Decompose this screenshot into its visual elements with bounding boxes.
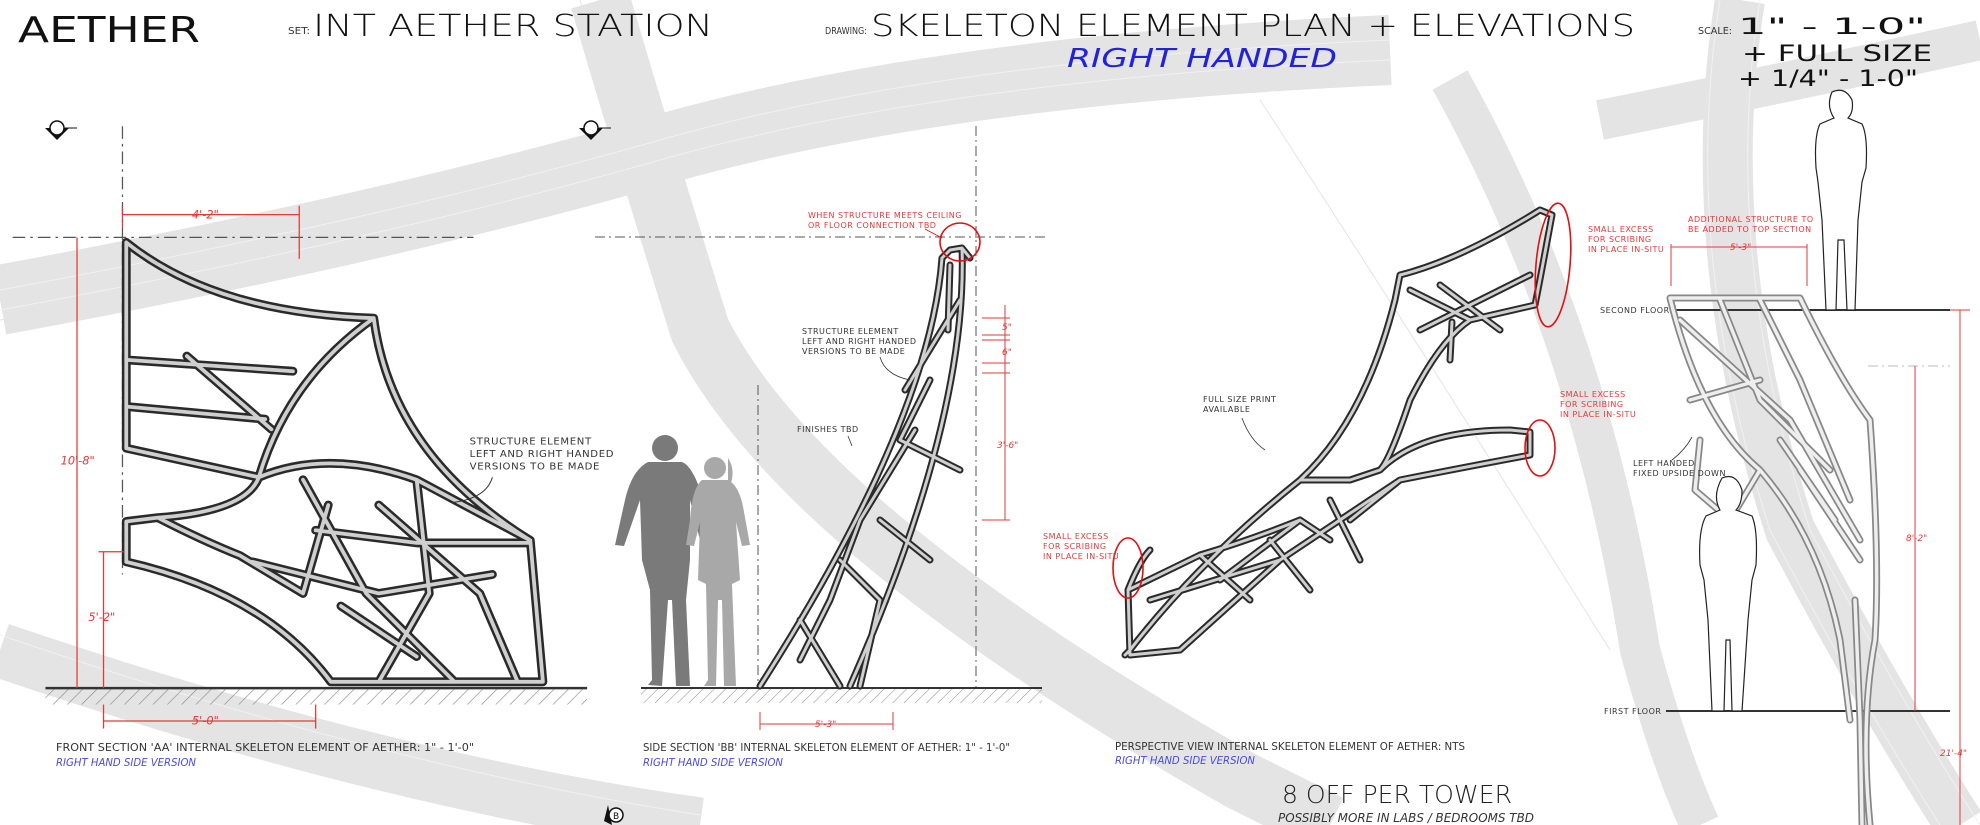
set-label: SET: (288, 26, 310, 37)
excess-note-left: SMALL EXCESS FOR SCRIBING IN PLACE IN-SI… (1043, 532, 1119, 561)
scale-line-3: + 1/4" - 1-0" (1738, 67, 1918, 92)
dim-d3: 3'-6" (997, 441, 1018, 451)
section-marker-b: B (604, 805, 624, 825)
quantity-subnote: POSSIBLY MORE IN LABS / BEDROOMS TBD (1278, 811, 1534, 825)
side-section-subcaption: RIGHT HAND SIDE VERSION (643, 756, 783, 769)
left-handed-note: LEFT HANDED FIXED UPSIDE DOWN (1633, 459, 1726, 478)
side-section-view: WHEN STRUCTURE MEETS CEILING OR FLOOR CO… (595, 126, 1048, 769)
front-section-view: 4'-2" 10'-8" 5'-2" 5'-0" STRUCTURE ELEME… (12, 126, 618, 769)
north-arrow-icon (45, 120, 77, 140)
dim-d1: 5" (1002, 323, 1012, 333)
drawing-title: SKELETON ELEMENT PLAN + ELEVATIONS (871, 9, 1635, 44)
front-structure-note: STRUCTURE ELEMENT LEFT AND RIGHT HANDED … (470, 436, 618, 472)
dim-d2: 6" (1002, 348, 1012, 358)
dim-base-width: 5'-0" (192, 714, 219, 728)
front-section-caption: FRONT SECTION 'AA' INTERNAL SKELETON ELE… (56, 741, 474, 754)
scale-label: SCALE: (1698, 26, 1732, 37)
title-block: AETHER SET: INT AETHER STATION DRAWING: … (18, 9, 1932, 92)
dim-lower-height: 5'-2" (88, 610, 115, 624)
second-floor-label: SECOND FLOOR (1600, 306, 1670, 315)
perspective-subcaption: RIGHT HAND SIDE VERSION (1115, 754, 1255, 767)
perspective-caption: PERSPECTIVE VIEW INTERNAL SKELETON ELEME… (1115, 740, 1465, 753)
excess-callout-mid (1524, 419, 1556, 477)
skeleton-element-elevation (1666, 294, 1881, 825)
skeleton-element-side (756, 244, 974, 690)
ceiling-connection-note: WHEN STRUCTURE MEETS CEILING OR FLOOR CO… (808, 211, 965, 230)
full-size-print-note: FULL SIZE PRINT AVAILABLE (1203, 395, 1280, 414)
drawing-label: DRAWING: (825, 26, 867, 37)
dim-top-width: 4'-2" (192, 207, 219, 221)
quantity-label: 8 OFF PER TOWER (1282, 780, 1512, 809)
set-value: INT AETHER STATION (313, 9, 713, 44)
dim-total-height: 21'-4" (1940, 749, 1967, 759)
skeleton-element-front (121, 238, 548, 687)
human-scale-figures (615, 435, 750, 686)
finishes-note: FINISHES TBD (797, 425, 859, 434)
dim-side-base-width: 5'-3" (815, 720, 836, 730)
tower-elevation-view: SECOND FLOOR FIRST FLOOR 5'-3" 8'-2" 21'… (1600, 89, 1970, 825)
project-logo: AETHER (18, 10, 200, 51)
human-outline-figure (1699, 89, 1868, 712)
dim-top-section-width: 5'-3" (1730, 243, 1751, 253)
dimension-lines-front (76, 205, 317, 729)
excess-note-mid: SMALL EXCESS FOR SCRIBING IN PLACE IN-SI… (1560, 390, 1636, 419)
north-arrow-icon (579, 120, 611, 140)
dimension-lines-elevation (1670, 244, 1970, 825)
scale-line-1: 1" - 1-0" (1738, 15, 1926, 40)
excess-note-top: SMALL EXCESS FOR SCRIBING IN PLACE IN-SI… (1588, 225, 1664, 254)
dimension-lines-side (759, 305, 1010, 730)
side-section-caption: SIDE SECTION 'BB' INTERNAL SKELETON ELEM… (643, 741, 1010, 754)
first-floor-label: FIRST FLOOR (1604, 707, 1661, 716)
perspective-view: SMALL EXCESS FOR SCRIBING IN PLACE IN-SI… (1043, 202, 1664, 767)
dim-overall-height: 10'-8" (61, 454, 95, 468)
excess-callout-top (1534, 202, 1572, 328)
front-section-subcaption: RIGHT HAND SIDE VERSION (56, 756, 196, 769)
side-structure-note: STRUCTURE ELEMENT LEFT AND RIGHT HANDED … (802, 327, 920, 356)
scale-line-2: + FULL SIZE (1742, 42, 1932, 67)
drawing-subtitle: RIGHT HANDED (1067, 44, 1337, 74)
section-marker-label: B (613, 812, 619, 822)
skeleton-element-perspective (1121, 206, 1556, 659)
ceiling-connection-callout (939, 222, 981, 262)
dim-floor-height: 8'-2" (1906, 534, 1927, 544)
excess-callout-left (1112, 537, 1144, 599)
quantity-note: 8 OFF PER TOWER POSSIBLY MORE IN LABS / … (1278, 780, 1534, 825)
additional-structure-note: ADDITIONAL STRUCTURE TO BE ADDED TO TOP … (1688, 215, 1817, 234)
